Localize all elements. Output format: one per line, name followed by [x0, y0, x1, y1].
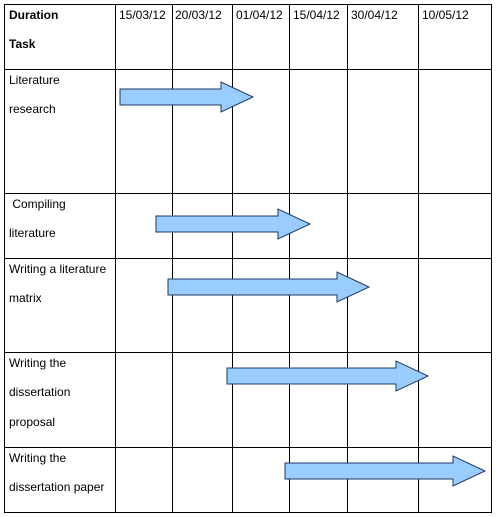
- task-label-line: dissertation paper: [9, 480, 104, 494]
- task-arrow-dissertation-proposal: [226, 360, 430, 392]
- date-header: 01/04/12: [236, 8, 283, 22]
- header-duration-label: Duration: [9, 8, 58, 22]
- task-arrow-compiling-literature: [155, 208, 312, 240]
- task-arrow-literature-research: [119, 81, 255, 113]
- date-header: 20/03/12: [175, 8, 222, 22]
- date-header: 15/03/12: [119, 8, 166, 22]
- task-label-line: literature: [9, 226, 56, 240]
- task-label-line: Writing a literature: [9, 262, 106, 276]
- date-header: 30/04/12: [351, 8, 398, 22]
- task-label-line: Literature: [9, 73, 60, 87]
- task-label-line: research: [9, 102, 56, 116]
- grid-lines: [4, 4, 492, 513]
- task-label-line: dissertation: [9, 385, 70, 399]
- task-label-line: matrix: [9, 291, 42, 305]
- task-label-line: Compiling: [9, 197, 66, 211]
- task-arrow-dissertation-paper: [284, 455, 487, 487]
- task-label-line: proposal: [9, 415, 55, 429]
- task-arrow-literature-matrix: [167, 271, 371, 303]
- date-header: 15/04/12: [293, 8, 340, 22]
- date-header: 10/05/12: [422, 8, 469, 22]
- header-task-label: Task: [9, 37, 36, 51]
- task-arrows: [119, 81, 487, 487]
- task-label-line: Writing the: [9, 451, 66, 465]
- task-label-line: Writing the: [9, 356, 66, 370]
